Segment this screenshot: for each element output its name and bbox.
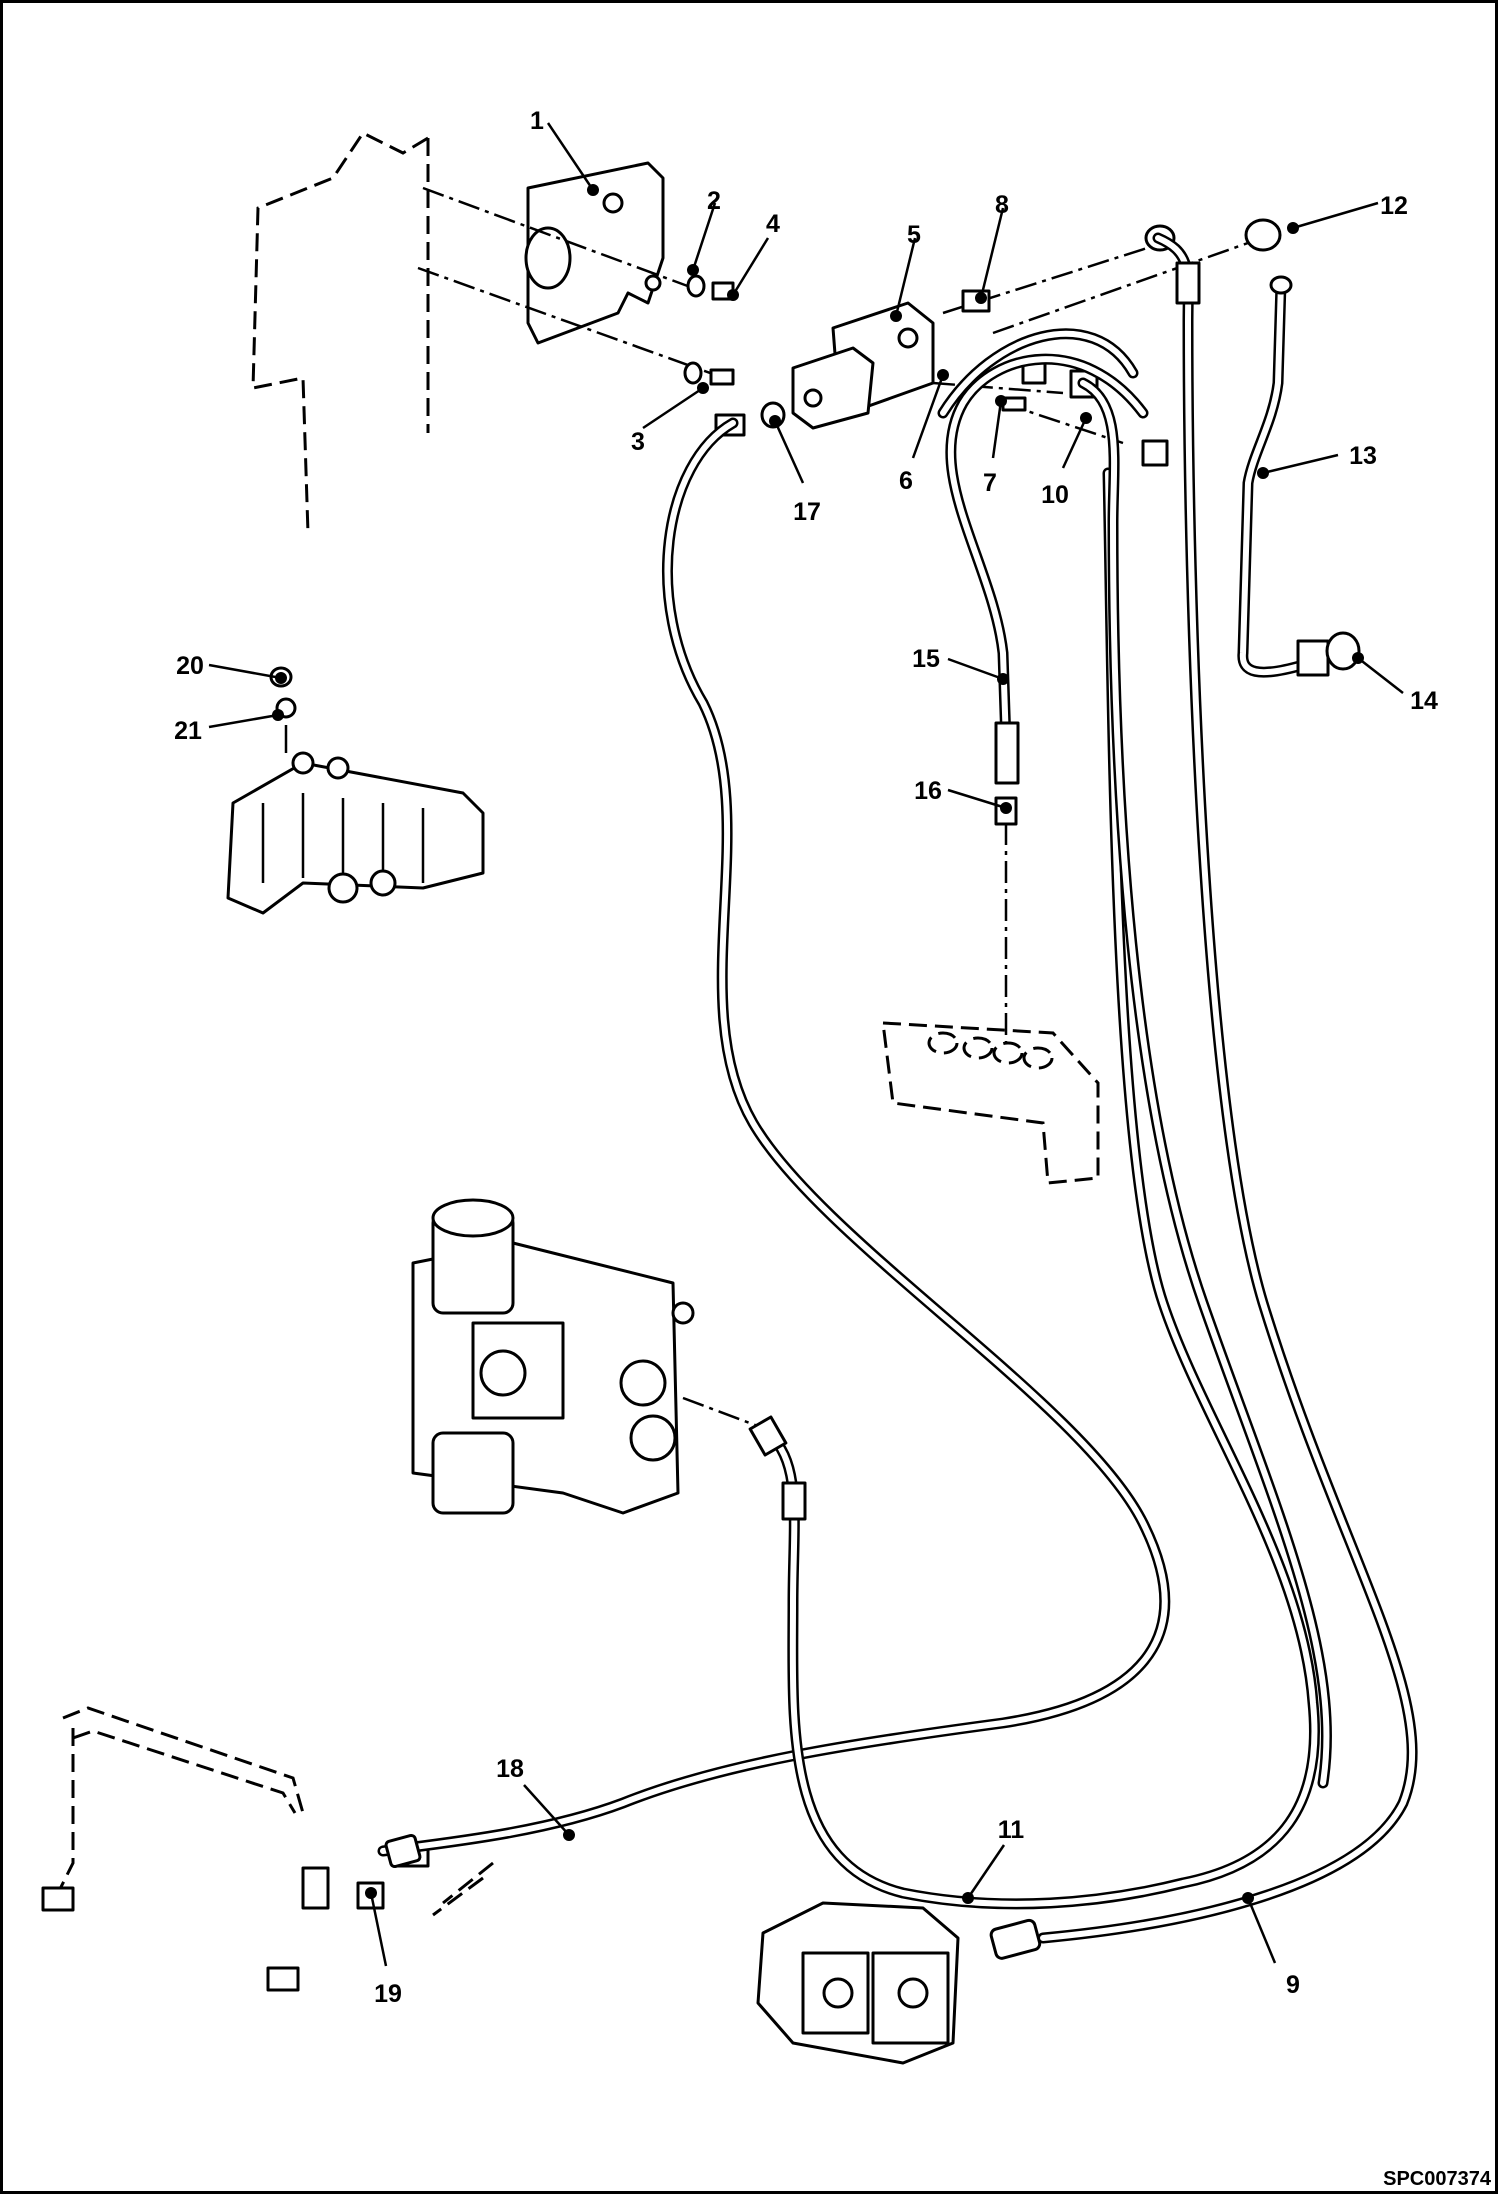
callout-leaders (208, 122, 1404, 1967)
solenoid-valve-body (411, 1198, 695, 1515)
callout-8: 8 (995, 191, 1009, 219)
callout-dots (272, 184, 1364, 1904)
callout-3: 3 (631, 428, 645, 456)
callout-2: 2 (707, 187, 721, 215)
bolts-washers (683, 274, 735, 386)
hydraulic-pump (756, 1901, 960, 2065)
callout-18: 18 (496, 1755, 524, 1783)
distribution-manifold-dashed (881, 823, 1100, 1185)
callout-6: 6 (899, 467, 913, 495)
mounting-plate (524, 161, 665, 345)
callout-1: 1 (530, 107, 544, 135)
hydraulic-diagram: 1 2 4 3 5 6 7 8 9 10 11 12 13 14 15 16 1… (41, 107, 1492, 2190)
drawing-number: SPC007374 (1383, 2168, 1492, 2190)
callout-10: 10 (1041, 481, 1069, 509)
callout-9: 9 (1286, 1971, 1300, 1999)
callout-19: 19 (374, 1980, 402, 2008)
callout-12: 12 (1380, 192, 1408, 220)
frame-outline-dashed (251, 131, 430, 534)
callout-20: 20 (176, 652, 204, 680)
solenoid-dash-line (682, 1396, 764, 1430)
mounting-dash-lines (417, 186, 739, 385)
callout-15: 15 (912, 645, 940, 673)
hoses (377, 232, 1418, 1944)
control-valve-block (226, 725, 485, 915)
callout-14: 14 (1410, 687, 1438, 715)
valve-block (791, 301, 935, 430)
hose-ends (384, 261, 1361, 1960)
callout-7: 7 (983, 469, 997, 497)
callout-16: 16 (914, 777, 942, 805)
callout-4: 4 (766, 210, 780, 238)
callout-13: 13 (1349, 442, 1377, 470)
callout-11: 11 (998, 1816, 1025, 1844)
callout-21: 21 (174, 717, 202, 745)
callout-5: 5 (907, 221, 921, 249)
callout-labels: 1 2 4 3 5 6 7 8 9 10 11 12 13 14 15 16 1… (174, 107, 1438, 2008)
callout-17: 17 (793, 498, 821, 526)
